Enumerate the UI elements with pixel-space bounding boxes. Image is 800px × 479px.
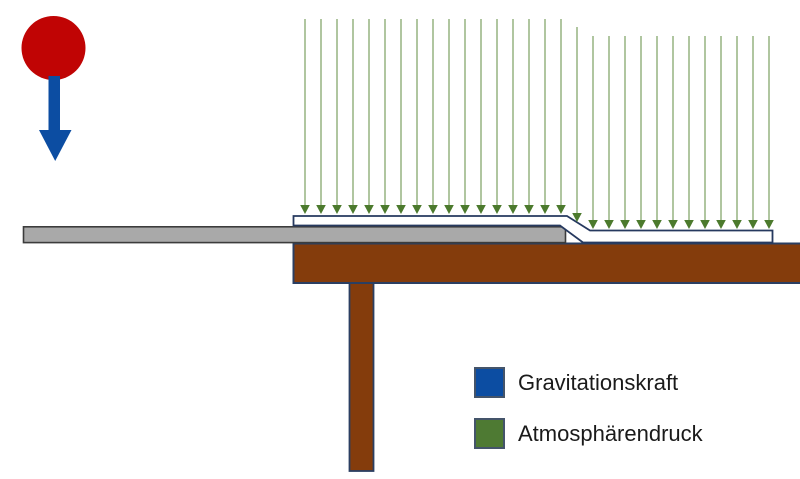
gravity-arrow-head <box>39 130 72 161</box>
falling-ball <box>21 16 86 80</box>
pressure-arrow-head <box>732 220 742 229</box>
pressure-arrow-head <box>364 205 374 214</box>
atmospheric-pressure-legend-label: Atmosphärendruck <box>518 421 703 446</box>
pressure-arrow-head <box>764 220 774 229</box>
pressure-arrow-head <box>412 205 422 214</box>
pressure-arrow-head <box>316 205 326 214</box>
pressure-arrow-head <box>604 220 614 229</box>
pressure-arrow-head <box>396 205 406 214</box>
table-top <box>292 242 800 284</box>
pressure-arrow-head <box>556 205 566 214</box>
pressure-arrow-head <box>300 205 310 214</box>
pressure-arrow-head <box>684 220 694 229</box>
pressure-arrow-head <box>652 220 662 229</box>
legend-item-atmospheric-pressure: Atmosphärendruck <box>474 418 703 449</box>
pressure-arrow-head <box>668 220 678 229</box>
pressure-arrow-head <box>476 205 486 214</box>
pressure-arrow-head <box>460 205 470 214</box>
gravity-legend-label: Gravitationskraft <box>518 370 679 395</box>
gravity-arrow <box>39 76 72 161</box>
pressure-arrow-head <box>524 205 534 214</box>
pressure-arrow-head <box>540 205 550 214</box>
legend-item-gravity: Gravitationskraft <box>474 367 703 398</box>
pressure-arrow-head <box>348 205 358 214</box>
table-leg <box>348 282 375 472</box>
pressure-arrow-head <box>380 205 390 214</box>
pressure-arrow-head <box>748 220 758 229</box>
pressure-arrow-head <box>492 205 502 214</box>
paper-sheet <box>292 215 774 244</box>
pressure-arrow-head <box>620 220 630 229</box>
pressure-arrow-head <box>444 205 454 214</box>
atmospheric-pressure-color-swatch <box>474 418 505 449</box>
legend: Gravitationskraft Atmosphärendruck <box>474 367 703 449</box>
pressure-arrow-head <box>636 220 646 229</box>
gravity-arrow-shaft <box>48 76 60 131</box>
gravity-color-swatch <box>474 367 505 398</box>
pressure-arrow-head <box>572 213 582 222</box>
pressure-arrow-head <box>332 205 342 214</box>
pressure-arrow-head <box>588 220 598 229</box>
atmospheric-pressure-arrows <box>300 19 774 229</box>
pressure-arrow-head <box>428 205 438 214</box>
ruler <box>22 226 567 244</box>
pressure-arrow-head <box>700 220 710 229</box>
pressure-arrow-head <box>508 205 518 214</box>
pressure-arrow-head <box>716 220 726 229</box>
